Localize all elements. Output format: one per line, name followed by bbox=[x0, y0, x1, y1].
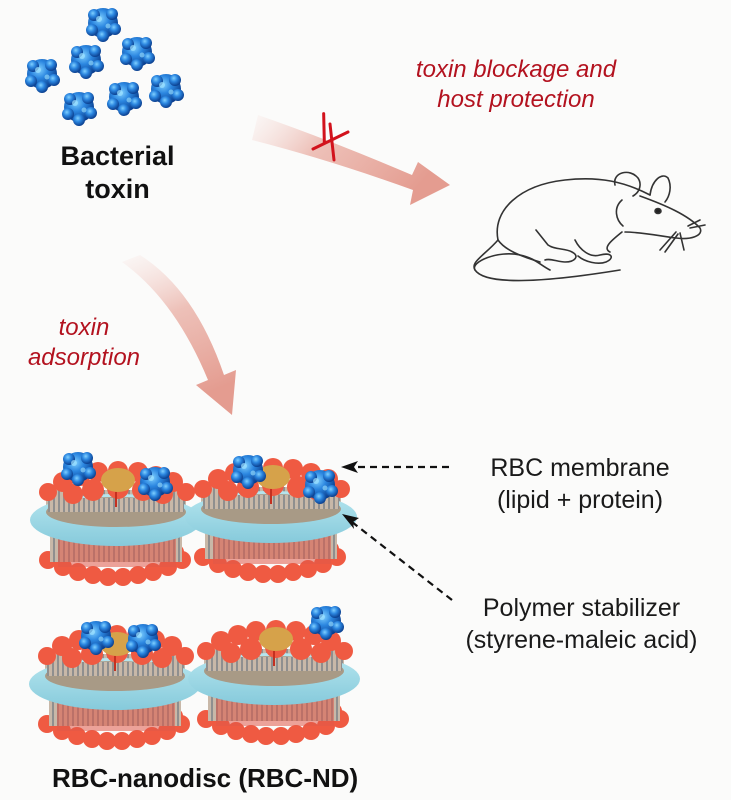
membrane-annotation: RBC membrane (lipid + protein) bbox=[455, 452, 705, 516]
adsorption-arrow bbox=[122, 255, 236, 415]
membrane-pointer-arrow bbox=[341, 461, 449, 473]
polymer-pointer-arrow bbox=[342, 514, 453, 601]
toxin-label: Bacterial toxin bbox=[40, 140, 195, 206]
polymer-annotation: Polymer stabilizer (styrene-maleic acid) bbox=[432, 592, 731, 656]
blockage-label: toxin blockage and host protection bbox=[366, 55, 666, 115]
adsorption-label: toxin adsorption bbox=[4, 313, 164, 373]
x-mark-icon bbox=[311, 112, 350, 162]
toxin-particle bbox=[86, 8, 121, 42]
nanodisc bbox=[28, 621, 202, 751]
blockage-label-line2: host protection bbox=[437, 86, 595, 113]
adsorption-label-line2: adsorption bbox=[27, 344, 141, 371]
polymer-annotation-line2: (styrene-maleic acid) bbox=[465, 626, 698, 654]
toxin-label-line1: Bacterial bbox=[60, 141, 175, 171]
toxin-cluster bbox=[25, 8, 184, 126]
nanodisc bbox=[187, 606, 361, 746]
blocked-arrow bbox=[252, 115, 450, 205]
toxin-particle bbox=[62, 92, 97, 126]
toxin-particle bbox=[120, 37, 155, 71]
nanodisc bbox=[29, 452, 203, 587]
toxin-label-line2: toxin bbox=[85, 174, 150, 204]
nanodisc bbox=[184, 455, 358, 584]
mouse-icon bbox=[473, 171, 706, 282]
membrane-annotation-line2: (lipid + protein) bbox=[496, 486, 664, 514]
blockage-label-line1: toxin blockage and bbox=[415, 56, 617, 83]
toxin-particle bbox=[25, 59, 60, 93]
polymer-annotation-line1: Polymer stabilizer bbox=[482, 594, 681, 622]
adsorption-label-line1: toxin bbox=[58, 314, 110, 341]
toxin-particle bbox=[149, 74, 184, 108]
membrane-annotation-line1: RBC membrane bbox=[490, 454, 670, 482]
toxin-particle bbox=[69, 45, 104, 79]
toxin-particle bbox=[107, 82, 142, 116]
nanodisc-caption: RBC-nanodisc (RBC-ND) bbox=[52, 763, 359, 793]
